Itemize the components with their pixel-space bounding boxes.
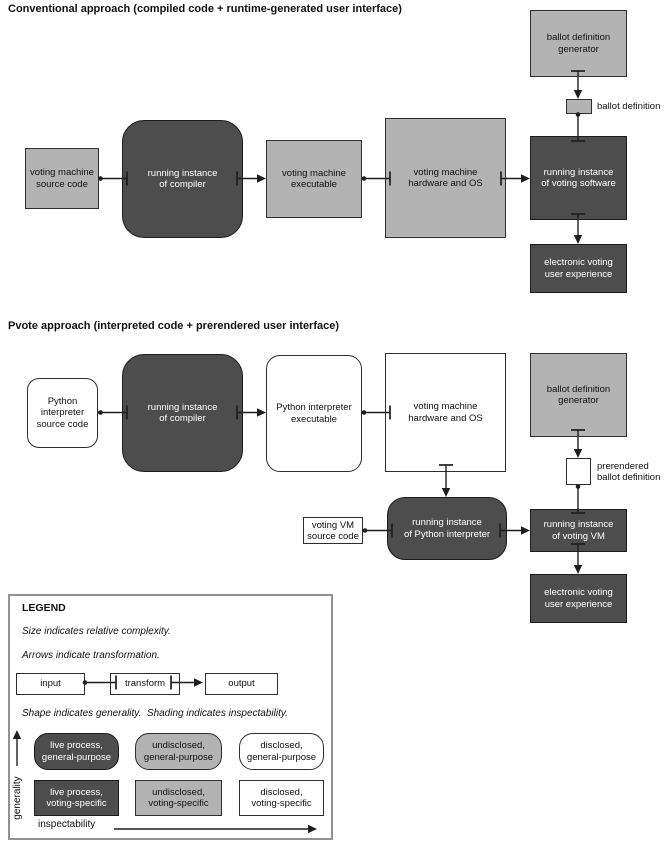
legend-disclosed-general-purpose: disclosed, general-purpose <box>239 733 324 770</box>
legend-undisclosed-general-purpose: undisclosed, general-purpose <box>135 733 222 770</box>
box-voting-machine-executable: voting machine executable <box>266 140 362 218</box>
box-voting-machine-hardware-os-pvote: voting machine hardware and OS <box>385 353 506 472</box>
legend-undisclosed-voting-specific: undisclosed, voting-specific <box>135 780 222 816</box>
box-python-interpreter-executable: Python interpreter executable <box>266 355 362 472</box>
legend-arrows-note: Arrows indicate transformation. <box>22 650 160 661</box>
legend-transform-box: transform <box>110 673 180 695</box>
box-voting-machine-source-code: voting machine source code <box>25 148 99 209</box>
legend-size-note: Size indicates relative complexity. <box>22 626 171 637</box>
legend-live-voting-specific: live process, voting-specific <box>34 780 119 816</box>
box-python-interpreter-source-code: Python interpreter source code <box>27 378 98 448</box>
legend-output-box: output <box>205 673 278 695</box>
box-prerendered-ballot-definition <box>566 458 591 485</box>
legend-disclosed-voting-specific: disclosed, voting-specific <box>239 780 324 816</box>
pvote-approach-title: Pvote approach (interpreted code + prere… <box>8 320 340 332</box>
label-prerendered-ballot-definition: prerendered ballot definition <box>597 461 661 483</box>
conventional-approach-title: Conventional approach (compiled code + r… <box>8 3 402 15</box>
box-ballot-definition <box>566 99 592 114</box>
box-ballot-definition-generator-pvote: ballot definition generator <box>530 353 627 437</box>
box-running-instance-of-voting-vm: running instance of voting VM <box>530 509 627 552</box>
box-voting-vm-source-code: voting VM source code <box>303 517 363 544</box>
legend-inspectability-axis-label: inspectability <box>38 819 96 830</box>
legend-generality-axis-label: generality <box>12 776 23 820</box>
box-running-instance-of-compiler-conventional: running instance of compiler <box>122 120 243 238</box>
box-voting-machine-hardware-os-conventional: voting machine hardware and OS <box>385 118 506 238</box>
legend-panel: LEGEND Size indicates relative complexit… <box>8 594 333 840</box>
legend-live-general-purpose: live process, general-purpose <box>34 733 119 770</box>
box-electronic-voting-user-experience-pvote: electronic voting user experience <box>530 574 627 623</box>
legend-input-box: input <box>16 673 85 695</box>
box-electronic-voting-user-experience-conventional: electronic voting user experience <box>530 244 627 293</box>
box-ballot-definition-generator-conventional: ballot definition generator <box>530 10 627 77</box>
box-running-instance-of-python-interpreter: running instance of Python interpreter <box>387 497 507 560</box>
box-running-instance-of-voting-software: running instance of voting software <box>530 136 627 220</box>
label-ballot-definition: ballot definition <box>597 101 661 112</box>
legend-title: LEGEND <box>22 602 66 614</box>
legend-shape-note: Shape indicates generality. Shading indi… <box>22 708 288 719</box>
box-running-instance-of-compiler-pvote: running instance of compiler <box>122 354 243 472</box>
